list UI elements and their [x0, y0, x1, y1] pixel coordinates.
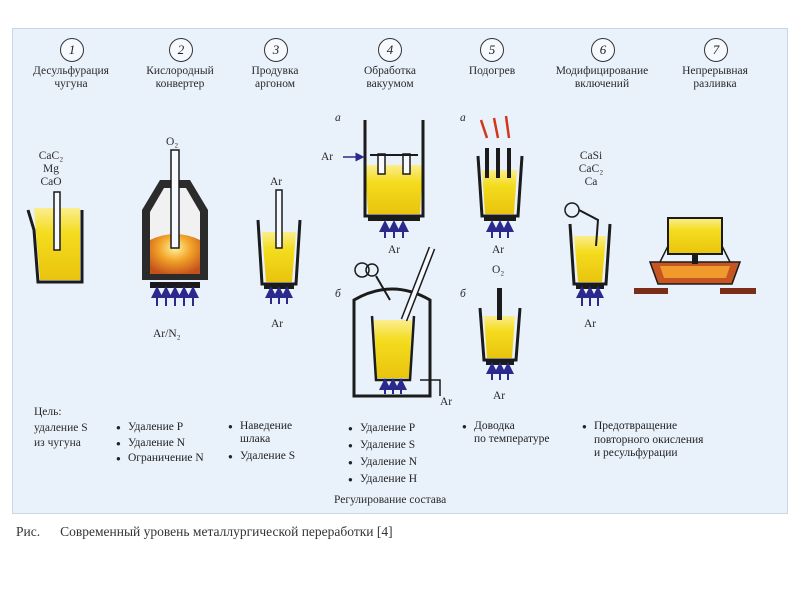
step-1-title: Десульфурация чугуна [33, 65, 109, 90]
step-3-lance [275, 189, 283, 249]
step-4a-gas-arrows [379, 220, 409, 238]
step-2-lance [170, 149, 180, 249]
goals-heading: Цель: [34, 406, 62, 418]
step-5-number: 5 [480, 38, 504, 62]
goals-col-6: Предотвращение повторного окисления и ре… [582, 420, 703, 461]
step-5-title: Подогрев [468, 65, 516, 77]
step-2-title: Кислородный конвертер [146, 65, 214, 90]
step-5b-gas-arrows [486, 362, 514, 380]
step-3-ladle [256, 189, 302, 289]
goal-item: Доводка по температуре [462, 420, 549, 446]
step-1-reagents: CaC₂ Mg CaO [38, 150, 64, 188]
step-4-title: Обработка вакуумом [363, 65, 416, 90]
step-2-gas-arrows [151, 286, 199, 306]
step-5-variant-b: б [460, 288, 466, 300]
goal-item: Наведение шлака [228, 420, 295, 446]
goal-item: Удаление P [116, 420, 204, 436]
goal-item: Предотвращение повторного окисления и ре… [582, 420, 703, 461]
goal-item: Удаление S [348, 437, 417, 454]
step-7-caster [634, 217, 756, 294]
goals-col-1: удаление S из чугуна [34, 422, 88, 449]
step-5a-heating [476, 115, 524, 221]
caption-prefix: Рис. [16, 524, 41, 539]
step-6-ladle [564, 202, 612, 289]
step-6-reagents: CaSi CaC₂ Ca [578, 150, 604, 188]
step-5a-gas-arrows [486, 220, 514, 238]
goal-item: Удаление P [348, 420, 417, 437]
step-4a-ar-side: Ar [321, 151, 334, 163]
composition-note: Регулирование состава [334, 494, 447, 506]
step-7-number: 7 [704, 38, 728, 62]
step-6-gas-arrows [576, 286, 604, 306]
goal-item: Удаление N [116, 436, 204, 452]
step-4b-gas-arrows [379, 378, 407, 394]
step-3-ar-top: Ar [270, 176, 283, 188]
step-4-variant-b: б [335, 288, 341, 300]
goal-item: Ограничение N [116, 451, 204, 467]
step-5b-heating [478, 288, 522, 365]
step-2-converter [142, 149, 208, 288]
step-3-number: 3 [264, 38, 288, 62]
step-5-variant-a: а [460, 112, 466, 124]
goals-col-2: Удаление P Удаление N Ограничение N [116, 420, 204, 467]
step-1-ladle [26, 191, 84, 284]
step-2-gas-label: Ar/N₂ [153, 328, 181, 340]
step-6-number: 6 [591, 38, 615, 62]
step-4a-vacuum [343, 120, 425, 221]
figure-caption: Рис. Современный уровень металлургической… [16, 524, 393, 540]
goals-col-5: Доводка по температуре [462, 420, 549, 446]
step-2-number: 2 [169, 38, 193, 62]
step-5a-ar: Ar [492, 244, 505, 256]
step-3-gas-arrows [265, 286, 293, 304]
step-4-number: 4 [378, 38, 402, 62]
step-5b-ar: Ar [493, 390, 506, 402]
step-4-variant-a: а [335, 112, 341, 124]
step-5a-heat-arrows [479, 115, 511, 139]
goal-item: Удаление S [228, 449, 295, 465]
step-1-number: 1 [60, 38, 84, 62]
step-4a-ar-bottom: Ar [388, 244, 401, 256]
step-1-lance [53, 191, 61, 251]
step-5b-oxygen-label: O₂ [492, 264, 505, 276]
goal-item: Удаление H [348, 471, 417, 488]
step-4b-ar: Ar [440, 396, 453, 408]
step-6-ar: Ar [584, 318, 597, 330]
step-7-title: Непрерывная разливка [682, 65, 748, 90]
step-2-oxygen-label: O₂ [166, 136, 179, 148]
goals-col-3: Наведение шлака Удаление S [228, 420, 295, 465]
goals-col-4: Удаление P Удаление S Удаление N Удалени… [348, 420, 417, 488]
goal-item: Удаление N [348, 454, 417, 471]
caption-text: Современный уровень металлургической пер… [60, 524, 393, 539]
step-4b-vacuum [352, 246, 441, 398]
step-6-title: Модифицирование включений [555, 65, 649, 90]
step-3-ar-bottom: Ar [271, 318, 284, 330]
step-3-title: Продувка аргоном [251, 65, 299, 90]
gas-arrows [151, 220, 604, 394]
